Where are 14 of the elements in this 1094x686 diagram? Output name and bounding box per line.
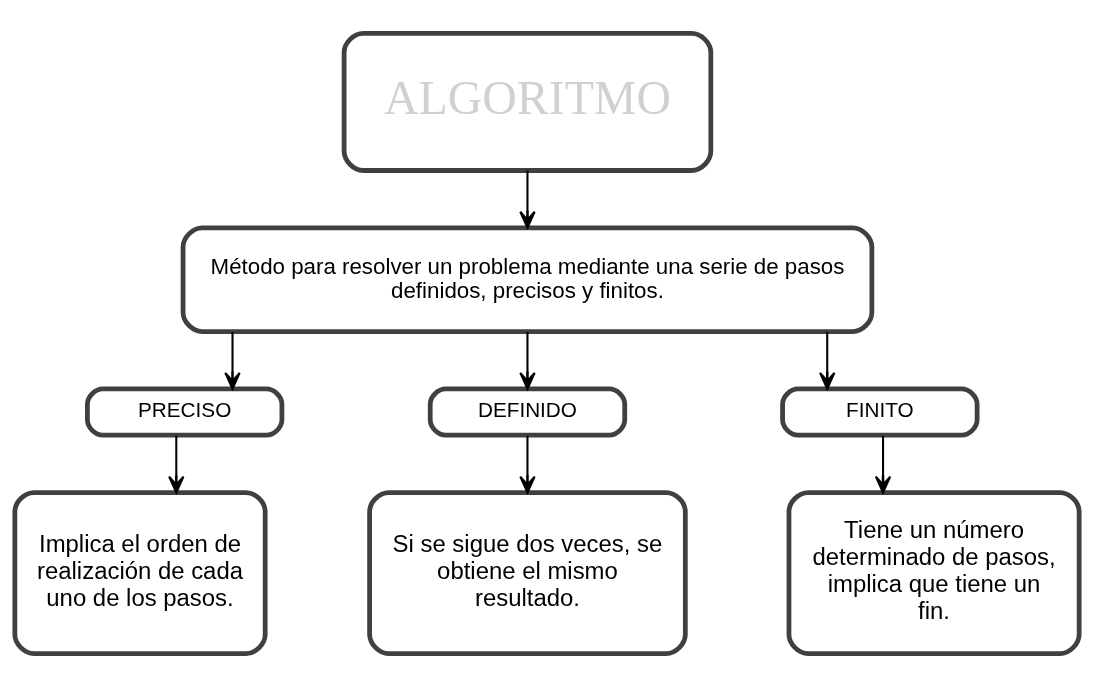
node-box: Si se sigue dos veces, se obtiene el mismo resultado.	[367, 489, 688, 656]
arrow	[519, 331, 536, 390]
node-box: DEFINIDO	[427, 386, 628, 438]
node-box: Método para resolver un problema mediante una serie de pasos definidos, precisos y finitos.	[180, 225, 875, 334]
node-box: Implica el orden de realización de cada uno de los pasos.	[12, 489, 268, 656]
node-box: Tiene un número determinado de pasos, implica que tiene un fin.	[786, 489, 1082, 656]
arrow	[874, 435, 892, 494]
arrow	[519, 170, 536, 229]
arrow	[224, 331, 241, 390]
arrow	[168, 435, 185, 494]
node-box: FINITO	[780, 386, 980, 438]
arrow	[819, 331, 836, 390]
arrow	[519, 435, 536, 494]
node-box: PRECISO	[85, 386, 285, 438]
